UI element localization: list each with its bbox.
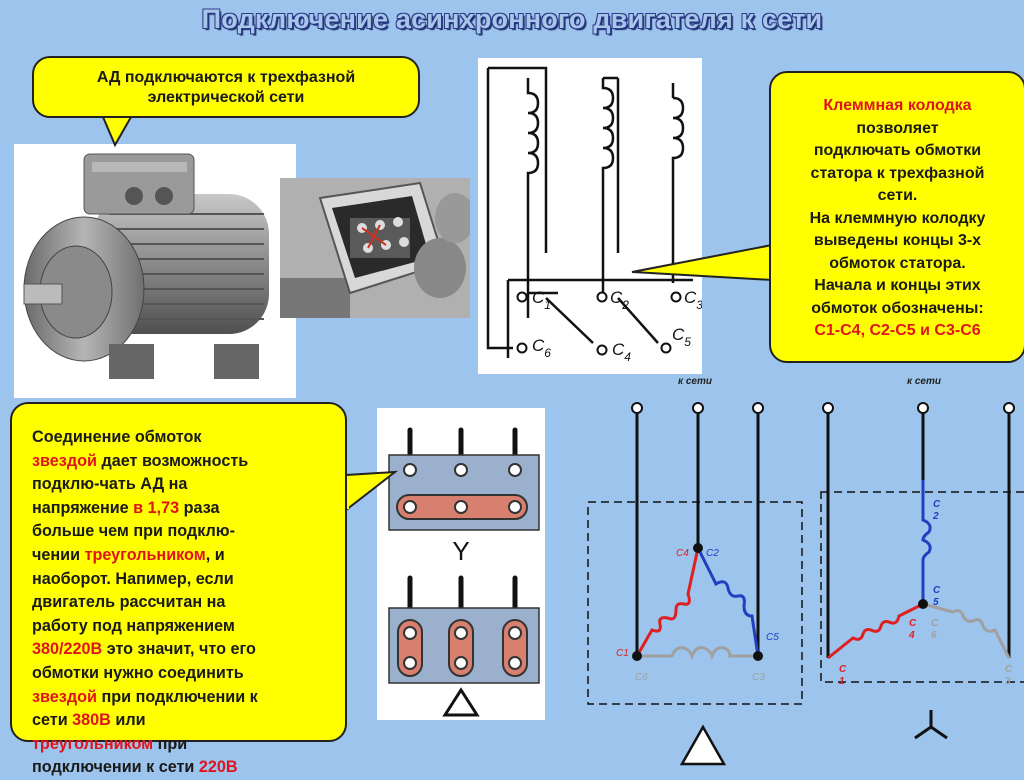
- callout-pointer-bottom: [345, 470, 399, 513]
- delta-k-seti: к сети: [678, 376, 712, 387]
- callout-text: обмотки нужно соединить: [32, 663, 244, 682]
- callout-text: или: [110, 711, 146, 730]
- callout-text: подключении к сети: [32, 758, 199, 777]
- callout-text: в 1,73: [133, 498, 180, 517]
- callout-text: , и: [205, 545, 225, 564]
- label-c2: C2: [610, 288, 629, 312]
- callout-text: треугольником: [32, 734, 154, 753]
- callout-text: наоборот. Напимер, если: [32, 569, 234, 588]
- page-title: Подключение асинхронного двигателя к сет…: [201, 4, 823, 34]
- delta-label-c3: C3: [752, 672, 765, 683]
- callout-text: подключать обмотки: [813, 142, 982, 159]
- delta-label-c1: C1: [616, 648, 629, 659]
- callout-text: при: [153, 734, 188, 753]
- callout-text: 380В: [72, 711, 111, 730]
- callout-text: больше чем при подклю-: [32, 522, 236, 541]
- delta-label-c6: C6: [635, 672, 648, 683]
- callout-text: треугольником: [84, 545, 206, 564]
- callout-terminal-box: Клеммная колодка позволяет подключать об…: [769, 71, 1024, 363]
- callout-text: дает возможность: [96, 451, 249, 470]
- label-c5: C5: [672, 325, 691, 349]
- delta-triangle-symbol: [679, 724, 727, 766]
- star-k-seti: к сети: [907, 376, 941, 387]
- callout-text: подклю-чать АД на: [32, 475, 188, 494]
- callout-text: С1-С4, С2-С5 и С3-С6: [814, 322, 981, 339]
- callout-star-delta: Соединение обмоток звездой дает возможно…: [10, 402, 347, 776]
- callout-text: Соединение обмоток: [32, 428, 202, 446]
- motor-photo: [14, 144, 296, 398]
- callout-motor-connection: АД подключаются к трехфазной электрическ…: [32, 56, 420, 118]
- callout-text: сети: [32, 711, 73, 730]
- terminal-scheme: C1 C2 C3 C6 C4 C5: [478, 58, 703, 374]
- motor-illustration: [23, 153, 269, 379]
- callout-text: обмоток статора.: [829, 254, 966, 272]
- callout-text: напряжение: [32, 498, 134, 517]
- terminal-block-illustration: Y: [377, 408, 545, 720]
- callout-text: звездой: [32, 687, 97, 706]
- terminal-box-illustration: [280, 178, 475, 318]
- star-y-symbol: [914, 710, 948, 740]
- callout-text: при подключении к: [96, 687, 258, 706]
- star-label: Y: [452, 536, 469, 566]
- callout-text: Клеммная колодка: [823, 97, 972, 114]
- callout-text: звездой: [32, 451, 97, 470]
- label-c4: C4: [612, 340, 631, 364]
- label-c6: C6: [532, 336, 551, 360]
- callout-text: Начала и концы этих: [814, 277, 981, 294]
- callout-text: сети.: [877, 187, 918, 204]
- callout-text: чении: [32, 545, 85, 564]
- delta-label-c4: C4: [676, 548, 689, 559]
- callout-text: позволяет: [856, 119, 939, 137]
- callout-text: двигатель рассчитан на: [32, 593, 226, 612]
- callout-text: 220В: [198, 758, 238, 777]
- callout-text: это значит, что его: [102, 640, 256, 659]
- delta-connection-diagram: к сети C4 C2 C5 C1 C6 C3: [587, 376, 803, 766]
- callout-pointer-right: [631, 243, 775, 282]
- label-c1: C1: [532, 288, 551, 312]
- callout-text: статора к трехфазной: [810, 164, 985, 182]
- callout-text: обмоток обозначены:: [811, 299, 984, 317]
- callout-text: раза: [179, 498, 220, 517]
- terminal-block-drawing: Y: [388, 427, 540, 717]
- delta-symbol: [442, 687, 480, 717]
- callout-text: АД подключаются к трехфазной: [96, 69, 356, 86]
- label-c3: C3: [684, 288, 702, 312]
- callout-text: работу под напряжением: [32, 616, 235, 635]
- callout-text: электрической сети: [147, 89, 305, 106]
- callout-text: 380/220В: [32, 640, 103, 659]
- callout-text: На клеммную колодку: [809, 209, 986, 227]
- callout-text: выведены концы 3-х: [813, 232, 982, 249]
- delta-label-c5: C5: [766, 632, 779, 643]
- terminal-box-photo: [280, 178, 475, 318]
- terminal-scheme-drawing: C1 C2 C3 C6 C4 C5: [486, 66, 703, 364]
- delta-label-c2: C2: [706, 548, 719, 559]
